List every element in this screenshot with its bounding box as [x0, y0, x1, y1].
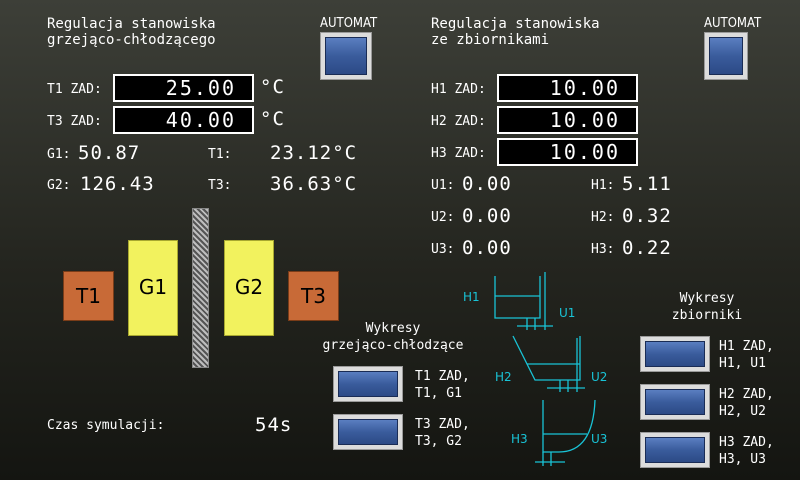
- g2-value: 126.43: [80, 173, 155, 195]
- t3-zad-unit: °C: [260, 108, 285, 130]
- u2-value: 0.00: [462, 205, 512, 227]
- tank-2-outline: [512, 335, 581, 381]
- simulation-time-label: Czas symulacji:: [47, 418, 165, 433]
- diagram-h2-label: H2: [495, 370, 512, 384]
- t3-label: T3:: [208, 178, 232, 193]
- chart-h3-button[interactable]: [640, 432, 710, 468]
- tank-1-outline: [494, 276, 541, 319]
- u1-value: 0.00: [462, 173, 512, 195]
- chart-h3-label: H3 ZAD, H3, U3: [719, 435, 774, 467]
- t3-zad-label: T3 ZAD:: [47, 114, 102, 129]
- g1-value: 50.87: [78, 142, 141, 164]
- chart-h2-label: H2 ZAD, H2, U2: [719, 387, 774, 419]
- g1-label: G1:: [47, 147, 71, 162]
- diagram-h1-label: H1: [463, 290, 480, 304]
- h3-zad-label: H3 ZAD:: [431, 146, 486, 161]
- t1-zad-unit: °C: [260, 76, 285, 98]
- h1-zad-input[interactable]: 10.00: [497, 74, 638, 102]
- tank-3-outline: [542, 399, 596, 453]
- u3-value: 0.00: [462, 237, 512, 259]
- h3-zad-input[interactable]: 10.00: [497, 138, 638, 166]
- g1-block: G1: [128, 240, 178, 336]
- chart-t1-label: T1 ZAD, T1, G1: [415, 369, 470, 401]
- h2-zad-label: H2 ZAD:: [431, 114, 486, 129]
- h2-label: H2:: [591, 210, 615, 225]
- tank-diagram: H1 U1 H2 U2 H3 U3: [463, 272, 607, 466]
- t1-zad-input[interactable]: 25.00: [113, 74, 254, 102]
- chart-h1-label: H1 ZAD, H1, U1: [719, 339, 774, 371]
- h1-label: H1:: [591, 178, 615, 193]
- t3-zad-input[interactable]: 40.00: [113, 106, 254, 134]
- chart-h2-button[interactable]: [640, 384, 710, 420]
- chart-h1-button[interactable]: [640, 336, 710, 372]
- g2-label: G2:: [47, 178, 71, 193]
- diagram-h3-label: H3: [511, 432, 528, 446]
- t1-label: T1:: [208, 147, 232, 162]
- h1-zad-label: H1 ZAD:: [431, 82, 486, 97]
- tanks-title: Regulacja stanowiska ze zbiornikami: [431, 16, 600, 48]
- diagram-u3-label: U3: [591, 432, 607, 446]
- h3-value: 0.22: [622, 237, 672, 259]
- automat-label-right: AUTOMAT: [704, 16, 762, 31]
- chart-t3-label: T3 ZAD, T3, G2: [415, 417, 470, 449]
- automat-label-left: AUTOMAT: [320, 16, 378, 31]
- u1-label: U1:: [431, 178, 455, 193]
- t1-value: 23.12°C: [270, 142, 358, 164]
- t3-value: 36.63°C: [270, 173, 358, 195]
- simulation-time-value: 54s: [255, 414, 293, 436]
- t3-block: T3: [288, 271, 339, 321]
- h1-value: 5.11: [622, 173, 672, 195]
- diagram-u2-label: U2: [591, 370, 607, 384]
- h2-zad-input[interactable]: 10.00: [497, 106, 638, 134]
- u3-label: U3:: [431, 242, 455, 257]
- diagram-u1-label: U1: [559, 306, 575, 320]
- heat-exchanger-plate: [192, 208, 209, 368]
- g2-block: G2: [224, 240, 274, 336]
- chart-t3-button[interactable]: [333, 414, 403, 450]
- t1-zad-label: T1 ZAD:: [47, 82, 102, 97]
- chart-t1-button[interactable]: [333, 366, 403, 402]
- h3-label: H3:: [591, 242, 615, 257]
- heating-charts-title: Wykresy grzejąco-chłodzące: [322, 321, 464, 353]
- u2-label: U2:: [431, 210, 455, 225]
- automat-button-left[interactable]: [320, 32, 372, 80]
- t1-block: T1: [63, 271, 114, 321]
- tanks-charts-title: Wykresy zbiorniki: [671, 291, 743, 323]
- heating-cooling-title: Regulacja stanowiska grzejąco-chłodząceg…: [47, 16, 216, 48]
- h2-value: 0.32: [622, 205, 672, 227]
- automat-button-right[interactable]: [704, 32, 748, 80]
